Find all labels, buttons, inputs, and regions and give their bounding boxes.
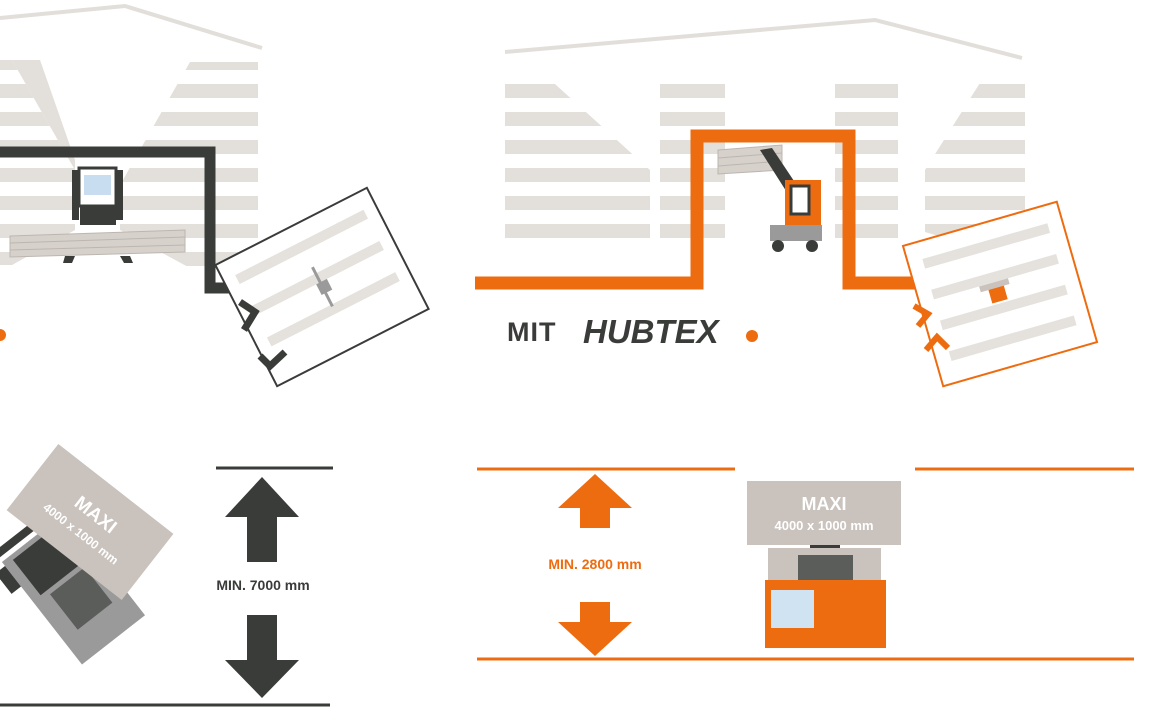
brand-prefix: MIT [507,317,557,347]
right-forklift-window [789,184,811,216]
right-load-box-size: 4000 x 1000 mm [774,518,873,533]
left-forklift [9,166,186,263]
left-arrow-up-icon [225,477,299,562]
right-aisle-path [475,129,918,290]
left-forklift-wheel-r [120,256,133,263]
left-shelf-rack-3 [12,60,75,170]
left-aisle-label: MIN. 7000 mm [216,577,309,593]
right-turn-arrow-1 [912,303,933,328]
right-forklift-chassis [770,225,822,241]
left-forklift-mast-r [116,170,123,220]
brand-logo-dot [746,330,758,342]
left-turn-arrow-2 [257,349,288,371]
left-aisle-path [0,146,240,294]
right-topview-card [901,200,1099,388]
left-forklift-wheel-l [63,256,75,263]
right-shelf-rack-1 [505,75,650,250]
right-load-box: MAXI 4000 x 1000 mm [747,481,901,545]
right-shelf-rack-4 [925,75,1025,250]
left-topview-card [214,186,430,388]
left-forklift-window [84,175,111,195]
right-turn-arrow-2 [923,332,951,352]
left-path-dot [0,329,6,341]
right-load-box-title: MAXI [802,494,847,514]
right-roof-line [504,17,1023,60]
brand-logo: HUBTEX [583,313,721,350]
right-front-truck [765,543,886,648]
right-arrow-down-icon [558,602,632,656]
right-aisle-label: MIN. 2800 mm [548,556,641,572]
right-arrow-up-icon [558,474,632,528]
left-shelf-rack-2 [120,62,258,268]
right-forklift [717,144,822,252]
left-roof-line [0,3,263,50]
left-warehouse [0,3,263,268]
left-forklift-body [80,205,116,225]
left-load-box: MAXI 4000 x 1000 mm [6,443,174,601]
left-forklift-mast-l [72,170,79,220]
left-arrow-down-icon [225,615,299,698]
right-truck-window [771,590,814,628]
left-shelf-rack-1 [0,60,75,265]
left-turn-arrow-1 [238,299,260,332]
